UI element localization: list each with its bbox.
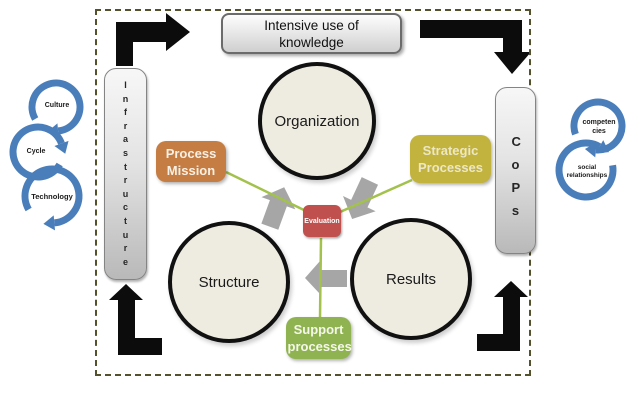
corner-arrow-bottom-right: [477, 281, 528, 351]
structure-circle: Structure: [168, 221, 290, 343]
process-mission-label: Process Mission: [165, 145, 217, 178]
organization-circle: Organization: [258, 62, 376, 180]
process-mission-box: Process Mission: [156, 141, 226, 182]
social-relationships-label: social relationships: [566, 164, 608, 179]
gray-block-arrow-process-mission: [261, 187, 296, 230]
cops-label: CoPs: [511, 134, 521, 218]
organization-label: Organization: [274, 112, 360, 130]
evaluation-label: Evaluation: [304, 217, 340, 225]
support-processes-label: Support processes: [287, 322, 352, 354]
strategic-processes-label: Strategic Processes: [417, 143, 484, 175]
cycle-arrow-social-relationships-head: [595, 140, 610, 154]
infrastructure-bar: Infrastructure: [104, 68, 147, 280]
results-label: Results: [385, 270, 437, 288]
corner-arrow-bottom-left: [109, 284, 162, 355]
banner-label: Intensive use of knowledge: [264, 17, 359, 50]
competencies-label: competen cies: [582, 119, 616, 135]
cycle-arrow-competencies: [570, 98, 626, 154]
cycle-arrow-cycle-head: [54, 140, 69, 154]
support-processes-box: Support processes: [286, 317, 352, 359]
green-connector-process-mission: [225, 170, 311, 215]
cycle-arrow-social-relationships: [555, 139, 617, 201]
green-connector-strategic: [339, 178, 413, 214]
cycle-arrow-culture: [28, 79, 84, 135]
technology-label: Technology: [31, 192, 73, 201]
gray-block-arrow-strategic: [342, 177, 379, 220]
evaluation-box: Evaluation: [303, 205, 341, 237]
cycle-label: Cycle: [26, 148, 46, 155]
corner-arrow-top-right: [420, 20, 531, 74]
banner-intensive-knowledge: Intensive use of knowledge: [221, 13, 402, 54]
cycle-arrow-technology-head: [43, 215, 56, 231]
corner-arrow-top-left: [116, 13, 190, 66]
green-connector-support: [318, 237, 323, 319]
cycle-arrow-cycle: [9, 123, 65, 181]
infrastructure-label: Infrastructure: [122, 80, 129, 267]
cycle-arrow-technology: [21, 165, 83, 227]
structure-label: Structure: [198, 273, 260, 291]
strategic-processes-box: Strategic Processes: [410, 135, 491, 183]
gray-block-arrow-support: [305, 261, 347, 294]
cops-bar: CoPs: [495, 87, 536, 254]
results-circle: Results: [350, 218, 472, 340]
culture-label: Culture: [44, 102, 70, 109]
